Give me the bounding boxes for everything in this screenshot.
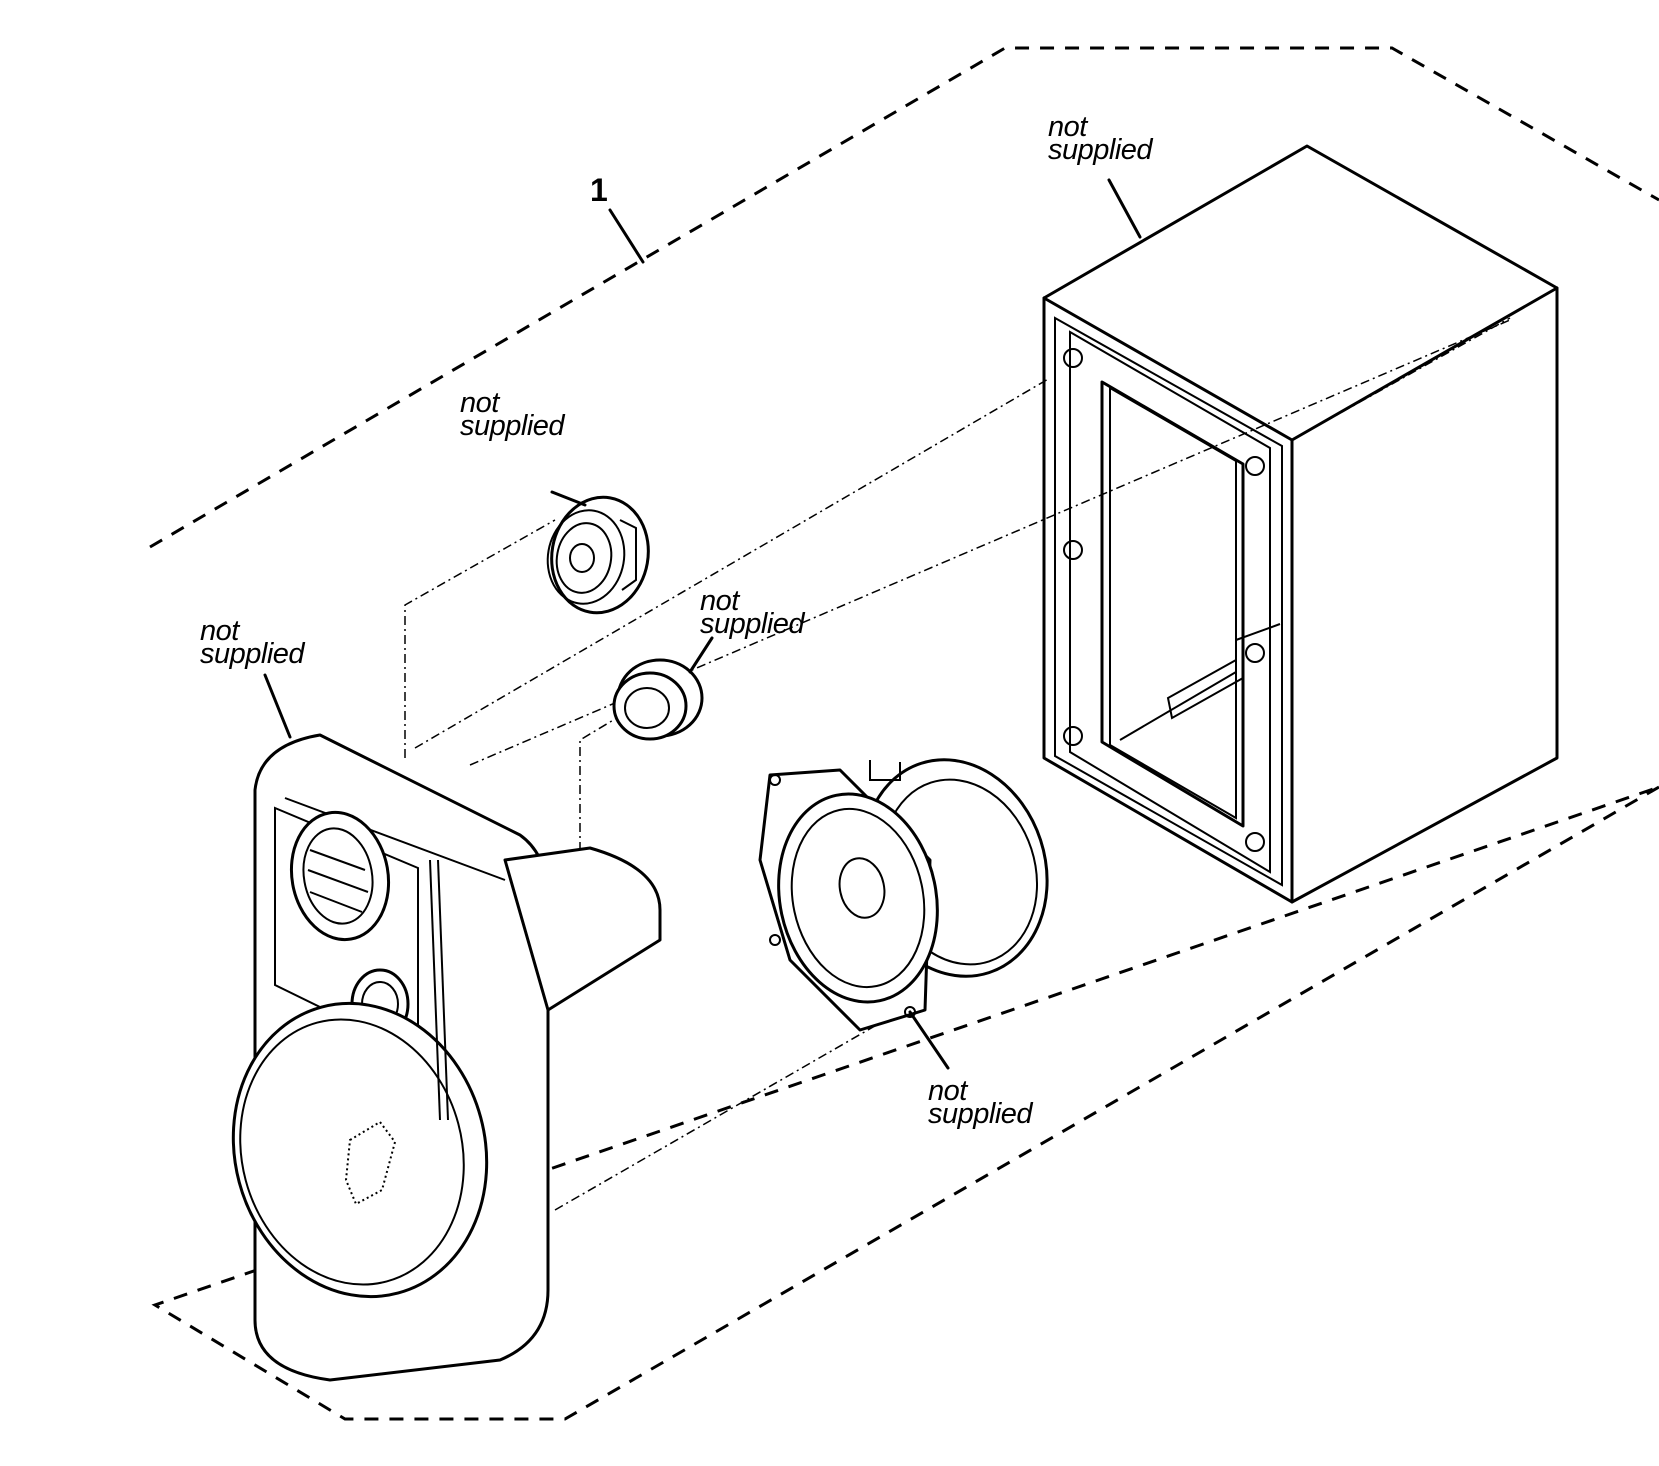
front-baffle [231,733,662,1382]
tweeter-speaker [546,495,650,615]
tweeter-leader [550,490,587,507]
projection-lines [404,317,1511,1211]
woofer-speaker [758,758,1049,1032]
front-baffle-leader [263,673,292,739]
assembly-boundary [149,46,1659,1421]
cabinet-leader [1107,178,1142,239]
assembly-item-number: 1 [590,172,608,208]
dome-tweeter [612,658,704,741]
woofer-leader [908,1010,950,1070]
cabinet [1042,144,1559,904]
item-1-leader [608,208,645,264]
dome-tweeter-leader [688,636,714,674]
